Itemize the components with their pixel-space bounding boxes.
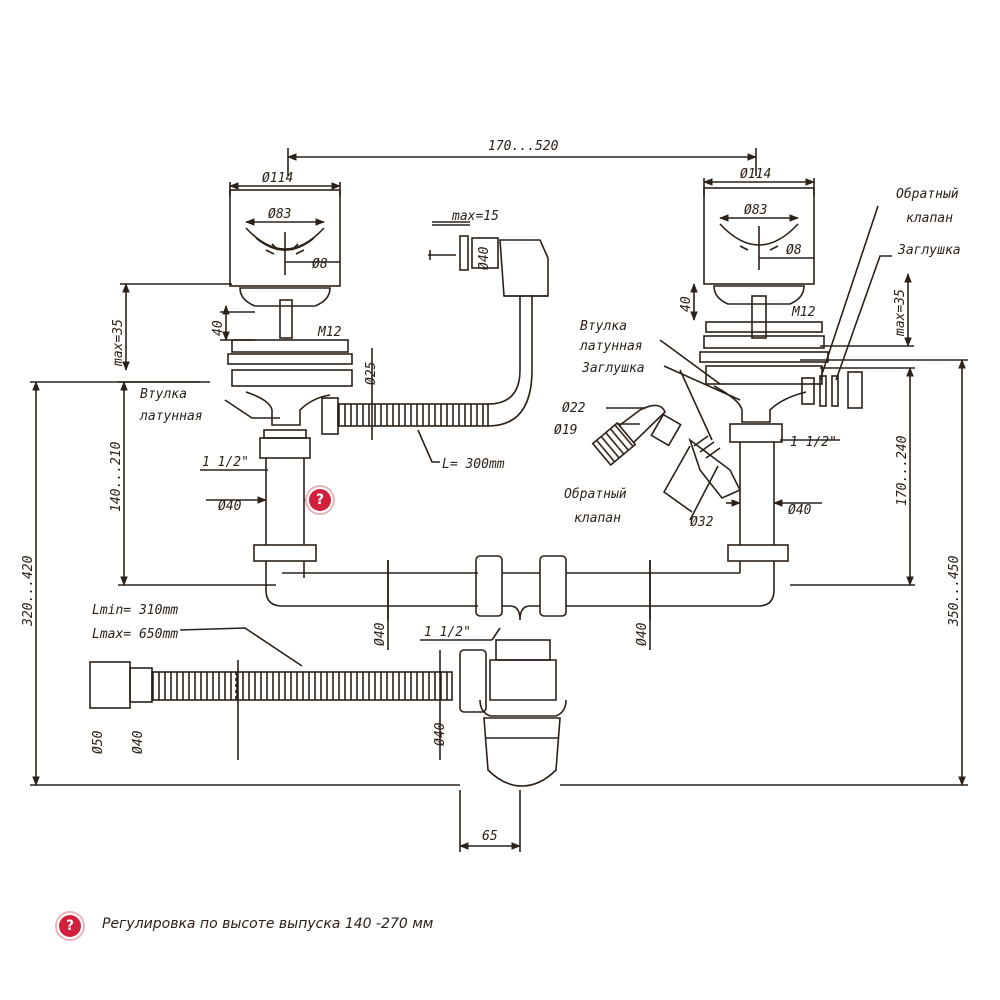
leader-lines bbox=[179, 205, 892, 667]
right-strainer bbox=[699, 178, 829, 607]
d19-label: Ø19 bbox=[554, 423, 577, 438]
overflow-hose bbox=[321, 221, 549, 435]
h170-240-label: 170...240 bbox=[895, 435, 910, 506]
max15-label: max=15 bbox=[451, 209, 499, 224]
height-adjust-note: Регулировка по высоте выпуска 140 -270 м… bbox=[102, 916, 434, 932]
bushing-left-label-1: Втулка bbox=[140, 387, 187, 402]
d83-right-label: Ø83 bbox=[744, 203, 767, 218]
outlet-hose bbox=[89, 661, 453, 709]
bottle-trap bbox=[459, 639, 567, 787]
bushing-left-label-2: латунная bbox=[139, 409, 203, 424]
horizontal-drain-pipe bbox=[282, 555, 740, 621]
d40-left-label: Ø40 bbox=[218, 499, 242, 514]
note-question-icon: ? bbox=[55, 911, 85, 941]
lmin-label: Lmin= 310mm bbox=[92, 603, 178, 618]
m12-left-label: M12 bbox=[317, 325, 342, 340]
thread-left-label: 1 1/2" bbox=[202, 455, 249, 470]
h40-right-label: 40 bbox=[679, 296, 694, 312]
d114-left-label: Ø114 bbox=[262, 171, 293, 186]
lmax-label: Lmax= 650mm bbox=[92, 627, 178, 642]
dishwasher-spigot bbox=[591, 404, 742, 499]
hose-length-label: L= 300mm bbox=[442, 457, 505, 472]
d40-pipe-a-label: Ø40 bbox=[373, 622, 388, 646]
check-valve-label-1: Обратный bbox=[564, 487, 627, 502]
h140-210-label: 140...210 bbox=[109, 441, 124, 512]
d8-left-label: Ø8 bbox=[312, 257, 328, 272]
bushing-right-label-1: Втулка bbox=[580, 319, 627, 334]
spacing-label: 170...520 bbox=[488, 139, 559, 154]
question-circle-icon: ? bbox=[59, 915, 81, 937]
plug-right-label: Заглушка bbox=[581, 361, 645, 376]
right-side-plugs bbox=[801, 371, 863, 409]
d83-left-label: Ø83 bbox=[268, 207, 291, 222]
thread-right-label: 1 1/2" bbox=[790, 435, 837, 450]
d32-label: Ø32 bbox=[690, 515, 714, 530]
check-valve-top-label-2: клапан bbox=[906, 211, 953, 226]
h350-450-label: 350...450 bbox=[947, 555, 962, 627]
d25-label: Ø25 bbox=[364, 361, 379, 385]
check-valve-label-2: клапан bbox=[574, 511, 621, 526]
height-dimensions bbox=[30, 224, 968, 852]
thread-mid-label: 1 1/2" bbox=[424, 625, 471, 640]
d40-hose-label: Ø40 bbox=[131, 730, 146, 754]
d50-label: Ø50 bbox=[91, 730, 106, 754]
height-adjust-help-marker[interactable]: ? bbox=[305, 485, 335, 515]
question-circle-icon: ? bbox=[309, 489, 331, 511]
d22-label: Ø22 bbox=[562, 401, 586, 416]
d40-right-label: Ø40 bbox=[788, 503, 812, 518]
m12-right-label: M12 bbox=[791, 305, 816, 320]
check-valve-top-label-1: Обратный bbox=[896, 187, 959, 202]
max35-right-label: max=35 bbox=[893, 289, 908, 337]
spacing-dimension bbox=[287, 148, 757, 176]
d40-pipe-b-label: Ø40 bbox=[635, 622, 650, 646]
h320-420-label: 320...420 bbox=[21, 555, 36, 627]
max35-left-label: max=35 bbox=[111, 319, 126, 367]
h40-left-label: 40 bbox=[211, 320, 226, 336]
left-strainer bbox=[220, 182, 353, 387]
offset65-label: 65 bbox=[482, 829, 498, 844]
plug-top-label: Заглушка bbox=[897, 243, 961, 258]
d40-outlet-label: Ø40 bbox=[433, 722, 448, 746]
d40-overflow-label: Ø40 bbox=[477, 246, 492, 270]
bushing-right-label-2: латунная bbox=[579, 339, 643, 354]
d114-right-label: Ø114 bbox=[740, 167, 771, 182]
d8-right-label: Ø8 bbox=[786, 243, 802, 258]
